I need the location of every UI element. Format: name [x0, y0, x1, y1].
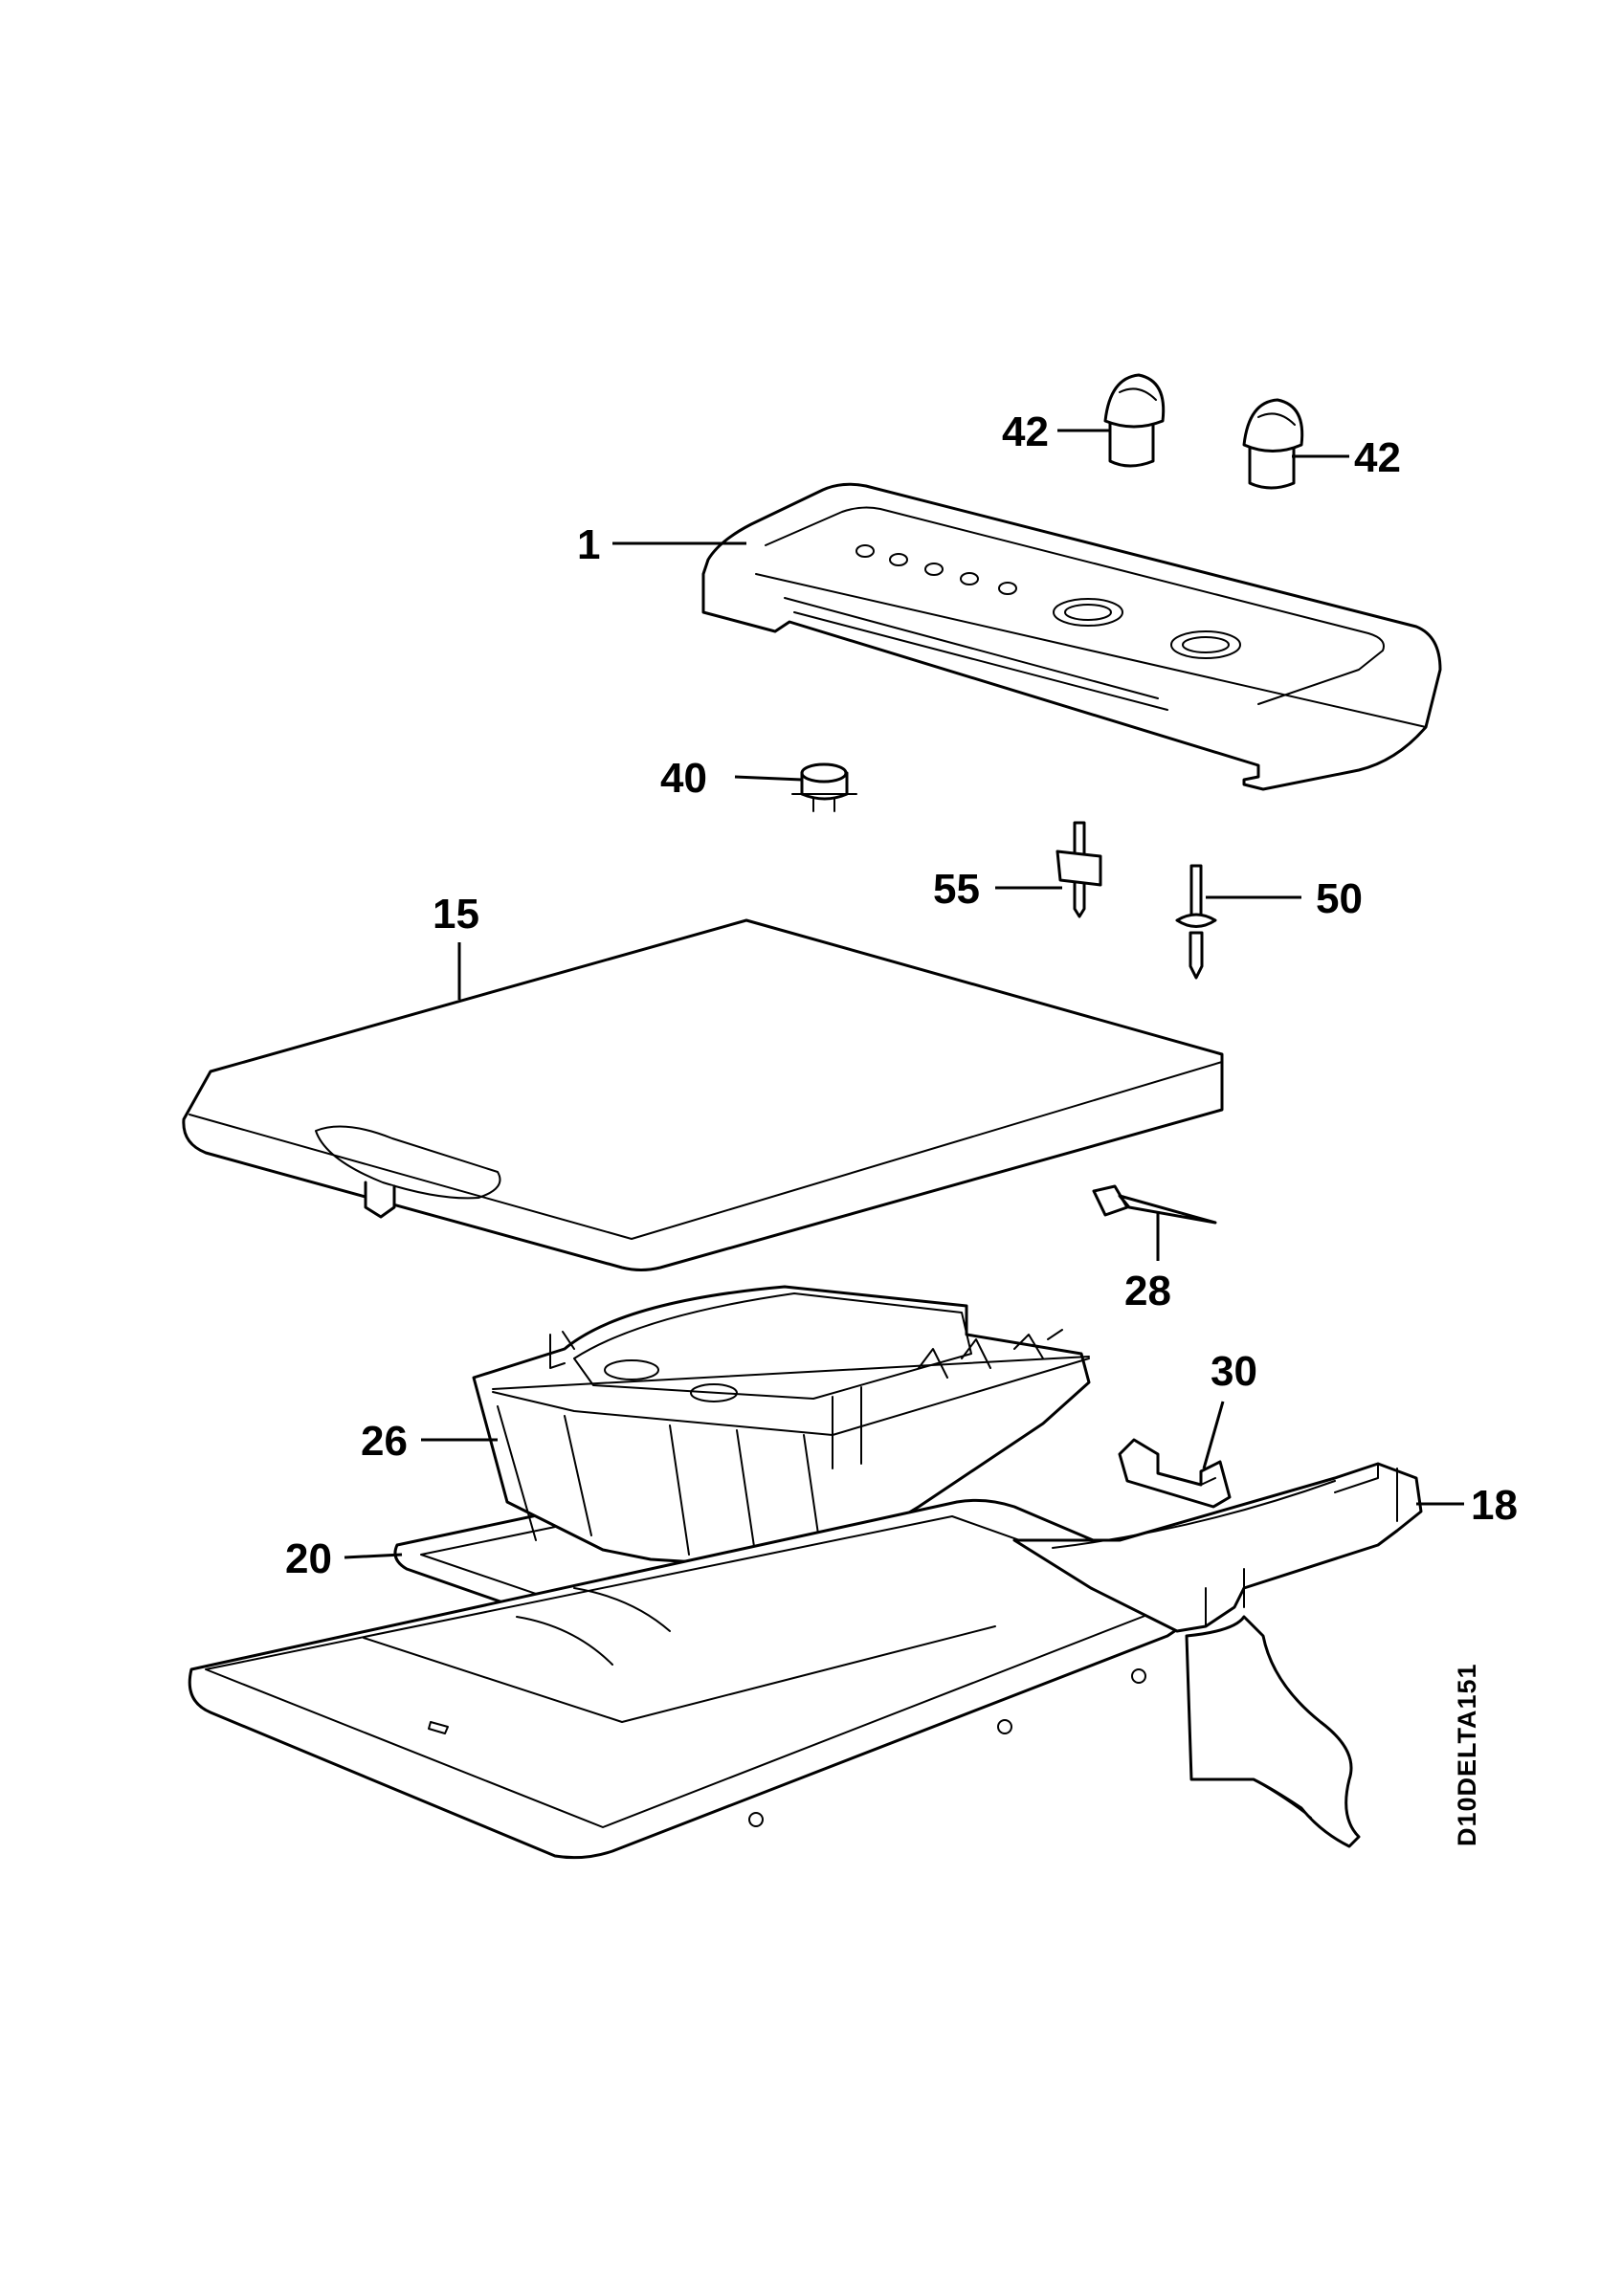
part-42-knob-right	[1242, 398, 1304, 490]
callout-40: 40	[660, 755, 707, 802]
callout-55: 55	[933, 866, 980, 913]
part-50-rivet	[1175, 864, 1217, 980]
part-28-probe	[1092, 1184, 1217, 1225]
part-40-switch	[791, 762, 857, 812]
callout-labels: 1 42 42 40 55 50 15 28 30 26 20 18	[285, 408, 1518, 1582]
part-42-knob-left	[1103, 373, 1166, 468]
callout-42-right: 42	[1354, 434, 1401, 481]
callout-30: 30	[1211, 1348, 1257, 1395]
part-18-base-tray	[188, 1462, 1423, 1860]
callout-28: 28	[1124, 1268, 1171, 1314]
leader-30	[1202, 1401, 1225, 1469]
callout-26: 26	[361, 1418, 408, 1465]
callout-42-left: 42	[1002, 408, 1049, 455]
part-1-control-panel	[701, 482, 1442, 791]
part-15-lid	[182, 918, 1224, 1271]
drawing-code: D10DELTA151	[1453, 1663, 1481, 1846]
callout-15: 15	[433, 891, 479, 938]
leader-lines	[344, 429, 1464, 1559]
leader-40	[734, 775, 803, 782]
callout-1: 1	[577, 521, 600, 568]
leader-20	[344, 1553, 403, 1559]
callout-50: 50	[1316, 875, 1363, 922]
callout-20: 20	[285, 1535, 332, 1582]
callout-18: 18	[1471, 1482, 1518, 1529]
part-55-pin	[1055, 821, 1102, 918]
part-30-bracket	[1118, 1438, 1232, 1509]
